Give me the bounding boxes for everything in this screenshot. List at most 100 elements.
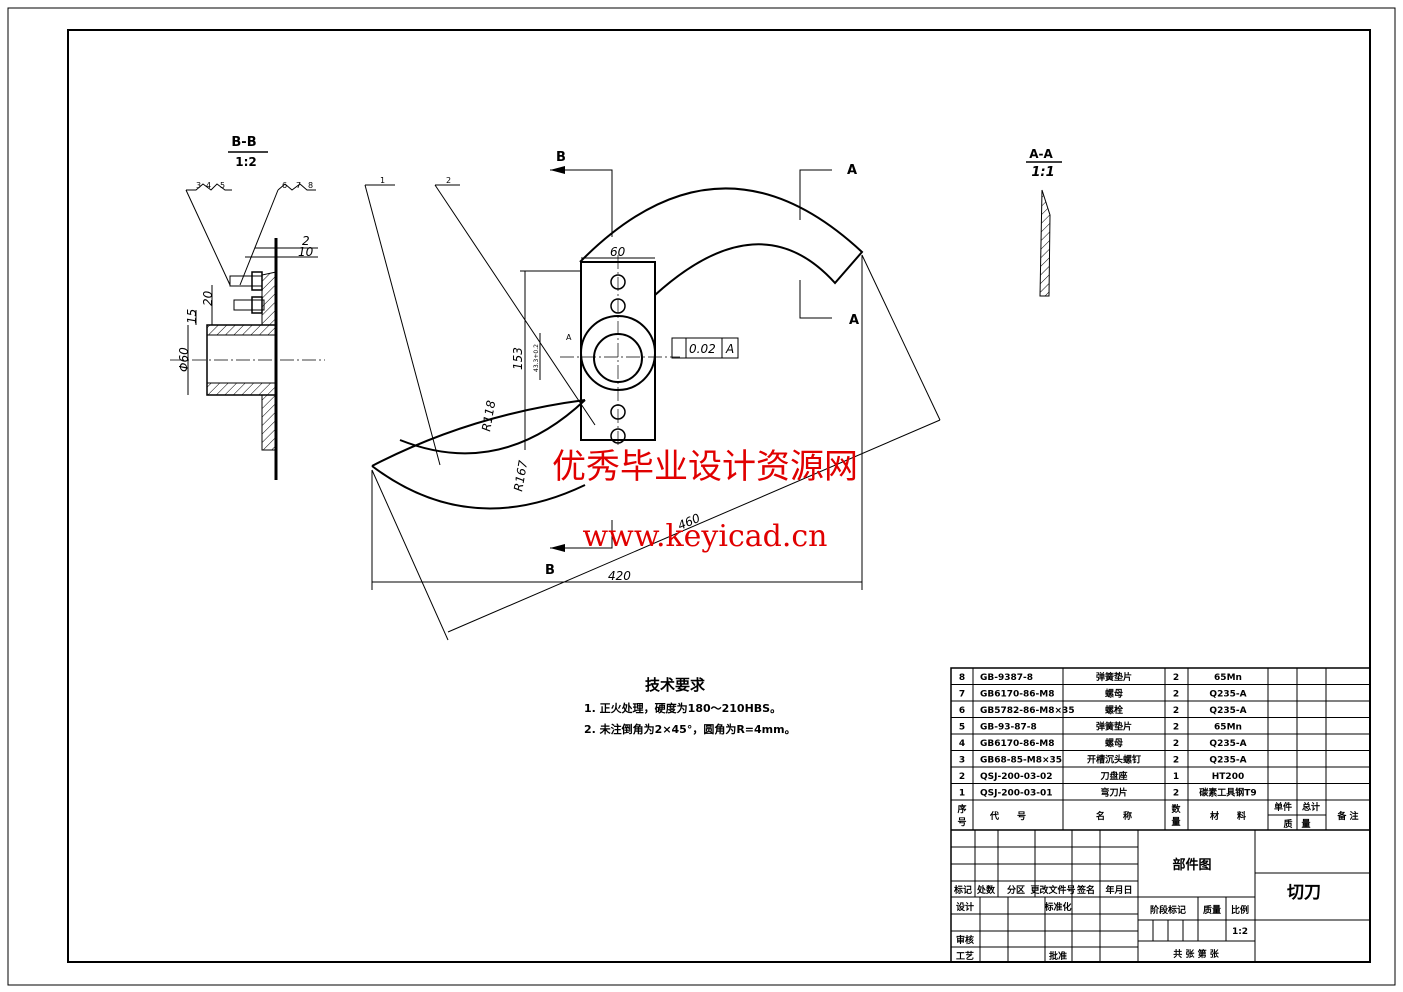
svg-text:批准: 批准 [1049, 950, 1067, 962]
lower-blade [371, 399, 586, 510]
svg-text:1: 1 [380, 176, 385, 185]
svg-text:阶段标记: 阶段标记 [1150, 904, 1186, 916]
main-view: 60 153 43.3+0.2 A 0.02 A R118 R167 420 4… [364, 150, 941, 641]
svg-text:2: 2 [446, 176, 451, 185]
bom-cell-material: Q235-A [1209, 690, 1246, 700]
svg-text:Φ60: Φ60 [177, 347, 191, 372]
title-block: 标记 处数 分区 更改文件号 签名 年月日 设计 标准化 审核 工艺 批准 部件… [950, 667, 1371, 963]
svg-text:1:1: 1:1 [1031, 165, 1054, 180]
svg-text:8: 8 [308, 181, 313, 190]
svg-text:比例: 比例 [1231, 904, 1249, 916]
bom-cell-name: 弯刀片 [1100, 787, 1127, 799]
bom-cell-qty: 2 [1173, 789, 1179, 799]
svg-text:1. 正火处理，硬度为180～210HBS。: 1. 正火处理，硬度为180～210HBS。 [584, 701, 781, 715]
svg-text:质量: 质量 [1203, 904, 1221, 916]
svg-text:7: 7 [296, 181, 301, 190]
bom-cell-material: Q235-A [1209, 739, 1246, 749]
bom-cell-material: Q235-A [1209, 706, 1246, 716]
bom-header-unit: 单件 [1274, 801, 1292, 813]
svg-text:工艺: 工艺 [956, 950, 974, 962]
bom-header-no_1: 序 [957, 803, 966, 815]
svg-text:6: 6 [282, 181, 287, 190]
part-name: 切刀 [1287, 883, 1321, 903]
drawing-frame [67, 29, 1371, 963]
bom-cell-material: Q235-A [1209, 756, 1246, 766]
bb-title: B-B [231, 135, 256, 150]
bom-cell-name: 弹簧垫片 [1096, 671, 1132, 683]
bom-cell-material: HT200 [1212, 772, 1244, 782]
svg-text:420: 420 [608, 569, 631, 583]
bom-cell-no: 7 [959, 690, 965, 700]
bom-cell-qty: 2 [1173, 723, 1179, 733]
svg-text:153: 153 [511, 347, 525, 370]
svg-text:0.02: 0.02 [689, 342, 716, 356]
svg-text:共 张 第 张: 共 张 第 张 [1173, 948, 1219, 960]
svg-text:A: A [725, 342, 734, 356]
bom-cell-code: QSJ-200-03-02 [980, 772, 1053, 782]
bom-cell-no: 8 [959, 673, 965, 683]
section-view-aa: A-A 1:1 [1026, 147, 1062, 297]
bom-cell-qty: 1 [1173, 772, 1179, 782]
outer-border [7, 7, 1396, 986]
bom-cell-qty: 2 [1173, 690, 1179, 700]
bom-header-material: 材 料 [1209, 810, 1246, 822]
svg-text:A: A [566, 333, 572, 342]
scale-value: 1:2 [1232, 927, 1248, 937]
bom-cell-code: GB-93-87-8 [980, 723, 1037, 733]
section-view-bb: B-B 1:2 3 4 5 6 7 8 20 15 Φ60 2 10 [170, 135, 325, 480]
svg-text:分区: 分区 [1007, 884, 1025, 896]
bom-cell-no: 6 [959, 706, 965, 716]
svg-text:4: 4 [206, 181, 211, 190]
svg-text:2: 2 [302, 234, 310, 248]
bom-header-mass: 质 量 [1283, 818, 1310, 830]
bom-header-code: 代 号 [989, 810, 1026, 822]
watermark-cn: 优秀毕业设计资源网 [552, 447, 858, 487]
svg-text:R118: R118 [479, 399, 498, 433]
bom-cell-qty: 2 [1173, 673, 1179, 683]
bom-cell-no: 1 [959, 789, 965, 799]
svg-text:处数: 处数 [976, 884, 996, 896]
svg-text:2. 未注倒角为2×45°，圆角为R=4mm。: 2. 未注倒角为2×45°，圆角为R=4mm。 [584, 722, 796, 736]
bom-header-no_2: 号 [957, 817, 966, 828]
drawing-type: 部件图 [1172, 857, 1211, 873]
bom-cell-name: 螺母 [1105, 737, 1123, 749]
watermark-url: www.keyicad.cn [582, 519, 827, 554]
svg-text:15: 15 [185, 309, 199, 324]
svg-text:A: A [847, 163, 857, 178]
svg-text:A-A: A-A [1029, 147, 1053, 161]
bom-header-remark: 备 注 [1336, 810, 1358, 822]
bom-header-total: 总计 [1302, 801, 1320, 813]
svg-text:标准化: 标准化 [1043, 901, 1071, 913]
bom-cell-name: 刀盘座 [1100, 770, 1127, 782]
bom-cell-code: QSJ-200-03-01 [980, 789, 1053, 799]
bom-header-qty_1: 数 [1171, 803, 1181, 815]
svg-text:5: 5 [220, 181, 225, 190]
svg-text:年月日: 年月日 [1105, 884, 1132, 896]
bom-cell-no: 3 [959, 756, 965, 766]
svg-text:43.3+0.2: 43.3+0.2 [533, 344, 540, 372]
svg-text:20: 20 [201, 290, 215, 306]
svg-text:R167: R167 [511, 459, 530, 493]
bom-cell-no: 5 [959, 723, 965, 733]
svg-text:标记: 标记 [953, 884, 972, 896]
bom-cell-qty: 2 [1173, 756, 1179, 766]
bom-cell-name: 弹簧垫片 [1096, 721, 1132, 733]
bb-scale: 1:2 [235, 155, 257, 169]
bom-cell-code: GB68-85-M8×35 [980, 756, 1062, 766]
svg-text:10: 10 [298, 245, 314, 259]
svg-text:B: B [556, 150, 566, 165]
bom-cell-code: GB6170-86-M8 [980, 690, 1055, 700]
bom-cell-code: GB6170-86-M8 [980, 739, 1055, 749]
bom-cell-qty: 2 [1173, 739, 1179, 749]
bom-cell-no: 4 [959, 739, 965, 749]
technical-requirements: 技术要求 1. 正火处理，硬度为180～210HBS。 2. 未注倒角为2×45… [584, 676, 796, 736]
bom-header-qty_2: 量 [1171, 816, 1180, 828]
svg-text:60: 60 [610, 245, 626, 259]
upper-blade [579, 187, 864, 296]
svg-text:审核: 审核 [956, 934, 974, 946]
bom-header-name: 名 称 [1096, 810, 1132, 822]
bom-cell-code: GB-9387-8 [980, 673, 1033, 683]
svg-text:A: A [849, 313, 859, 328]
